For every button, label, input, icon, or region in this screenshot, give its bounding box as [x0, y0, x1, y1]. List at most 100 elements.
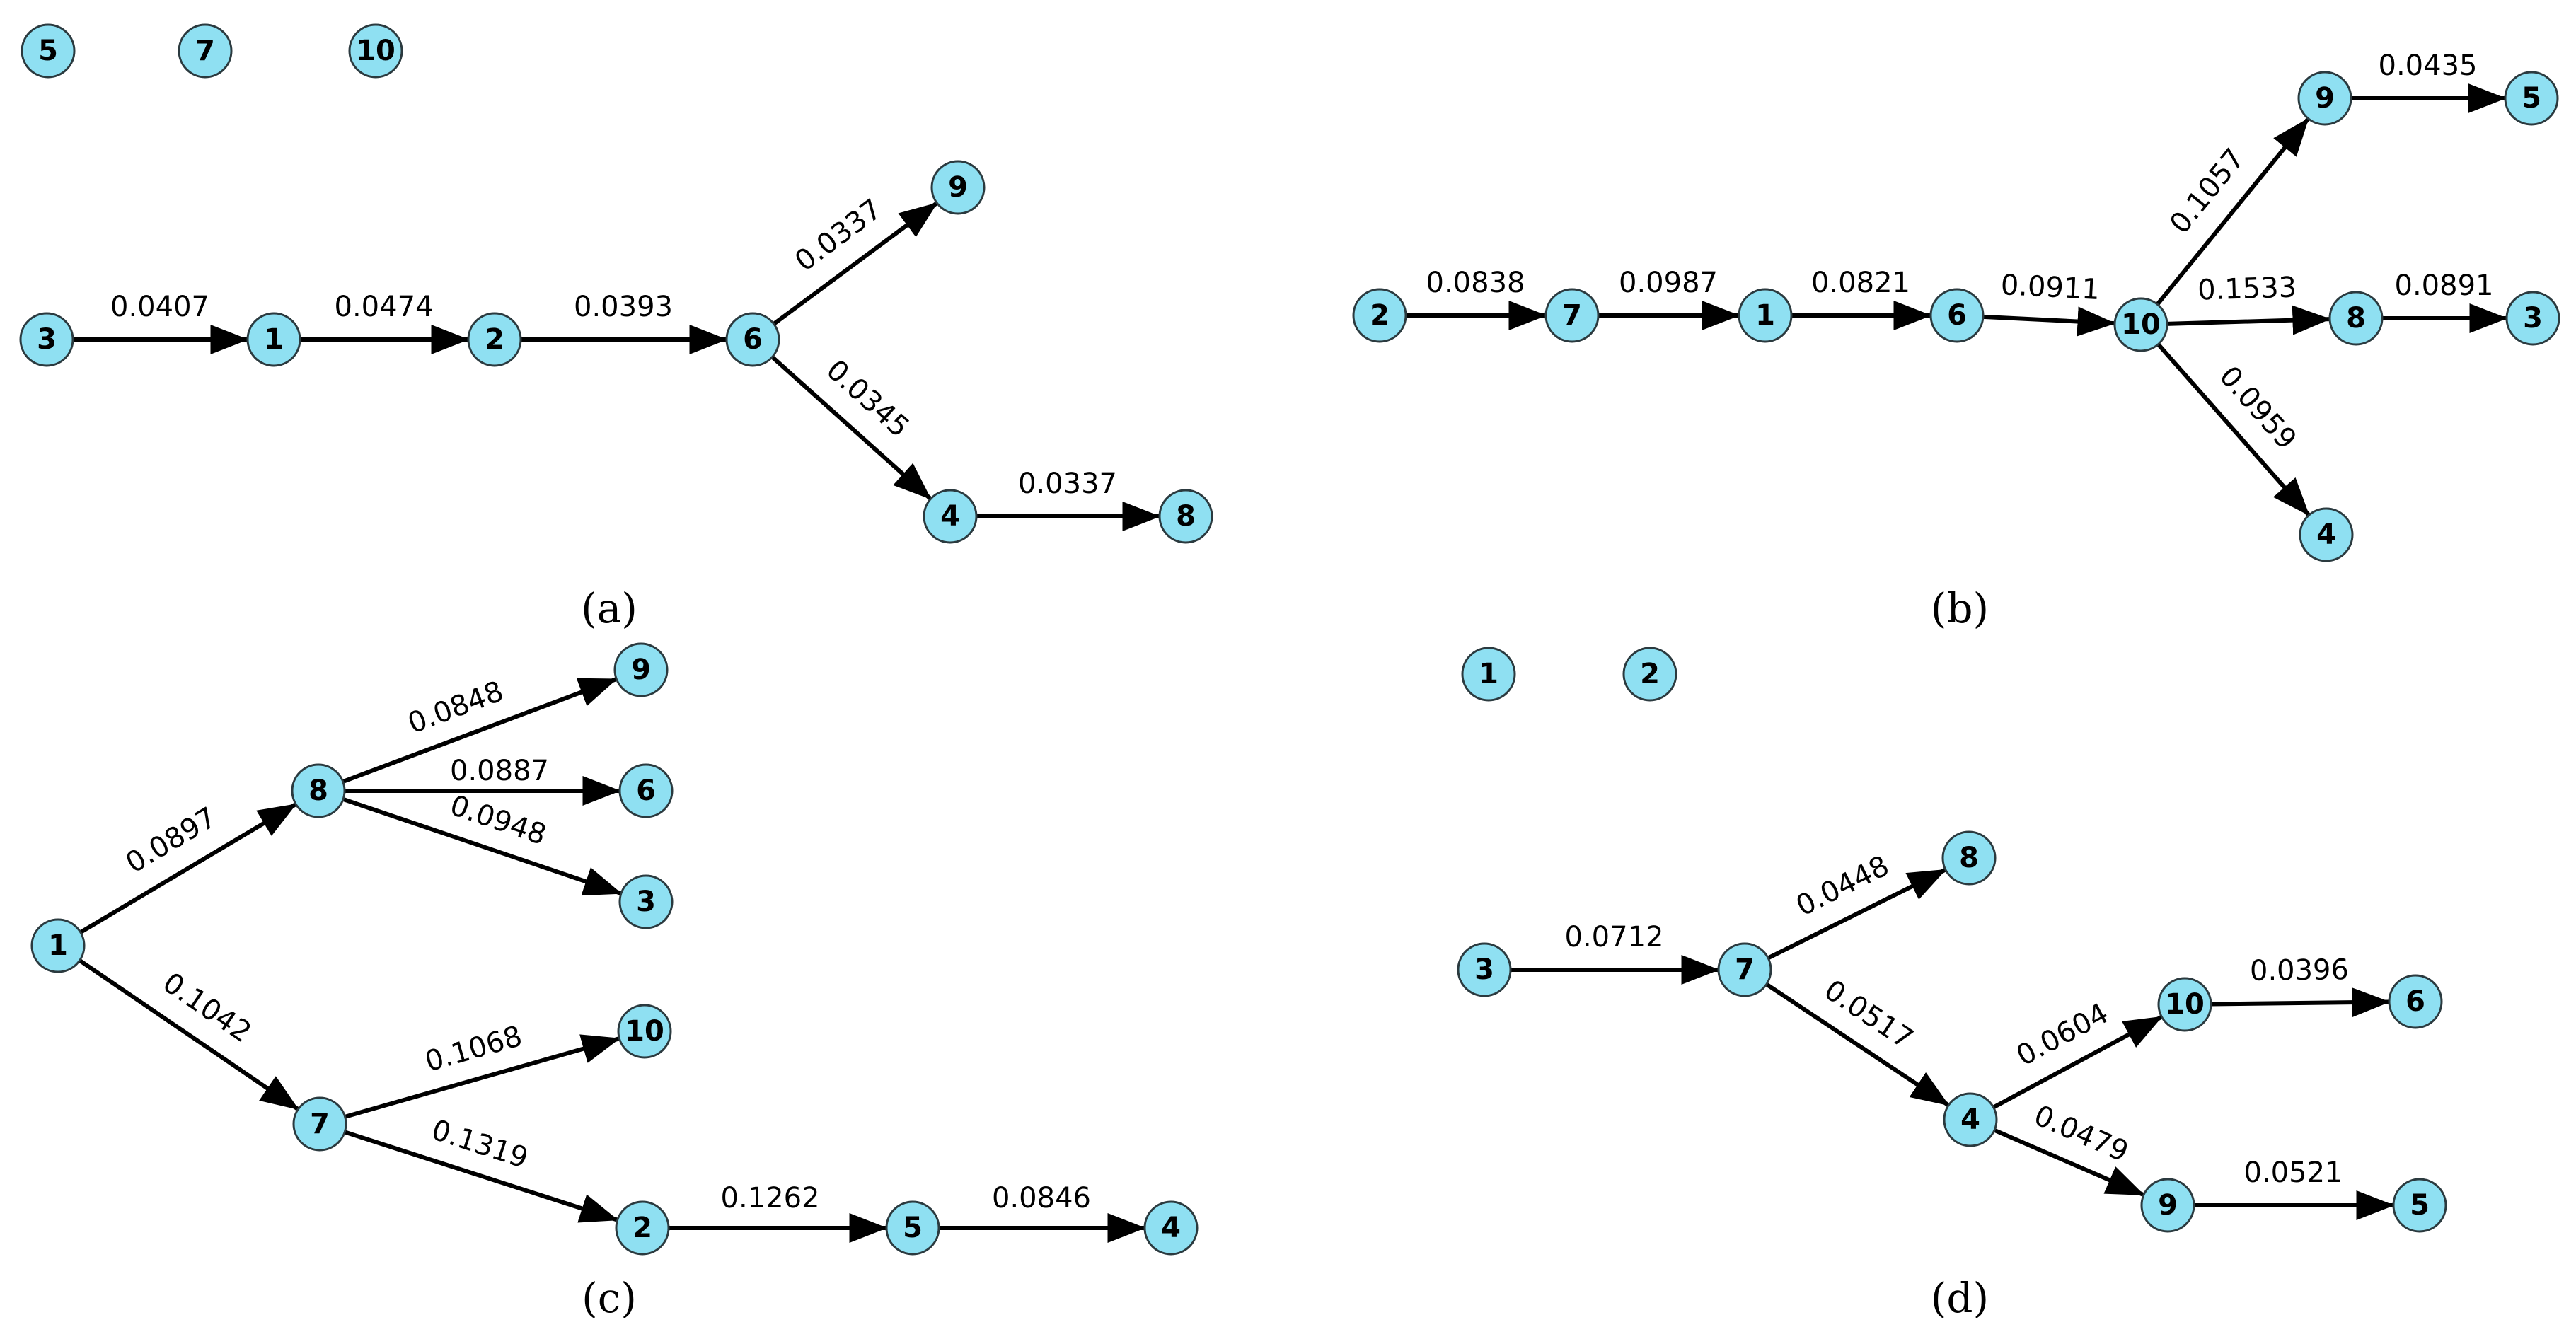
edge-weight-label: 0.0517 — [1818, 974, 1919, 1056]
edge-weight-label: 0.0887 — [450, 755, 549, 787]
node-d-6: 6 — [2388, 974, 2443, 1029]
node-b-1: 1 — [1738, 288, 1793, 343]
node-circle — [1158, 489, 1213, 544]
edge-weight-label: 0.1533 — [2197, 271, 2297, 306]
node-circle — [2328, 291, 2384, 346]
edge-arrow — [342, 677, 618, 784]
edge-c-2-5: 0.1262 — [669, 1182, 888, 1243]
node-a-5: 5 — [21, 23, 76, 79]
node-label: 1 — [48, 929, 68, 962]
node-circle — [2388, 974, 2443, 1029]
edge-weight-label: 0.0897 — [120, 801, 222, 880]
edge-arrow — [1765, 982, 1950, 1107]
node-label: 5 — [2522, 82, 2541, 115]
edge-weight-label: 0.0479 — [2029, 1099, 2133, 1169]
node-c-3: 3 — [618, 874, 674, 929]
node-circle — [246, 312, 301, 367]
node-circle — [467, 312, 522, 367]
edge-arrow — [1767, 868, 1947, 961]
node-label: 6 — [743, 323, 763, 356]
node-a-2: 2 — [467, 312, 522, 367]
edge-weight-label: 0.0407 — [110, 291, 209, 323]
node-b-5: 5 — [2504, 71, 2559, 126]
edge-c-7-10: 0.1068 — [344, 1020, 620, 1119]
edge-weight-label: 0.0337 — [1018, 468, 1117, 500]
node-label: 10 — [2165, 988, 2205, 1021]
node-label: 2 — [1640, 658, 1660, 690]
node-label: 4 — [2316, 518, 2336, 551]
node-circle — [1738, 288, 1793, 343]
node-circle — [725, 312, 780, 367]
edge-weight-label: 0.0838 — [1426, 267, 1525, 299]
node-b-4: 4 — [2299, 507, 2354, 562]
node-circle — [923, 489, 978, 544]
node-d-3: 3 — [1457, 942, 1512, 997]
edge-arrow — [78, 958, 299, 1111]
edge-weight-label: 0.0337 — [789, 193, 888, 278]
edge-a-2-6: 0.0393 — [521, 291, 728, 354]
node-label: 1 — [264, 323, 284, 356]
panel-caption-a: (a) — [581, 584, 637, 632]
node-label: 10 — [625, 1015, 664, 1048]
edge-arrow — [1992, 1015, 2163, 1110]
edge-arrow — [344, 1130, 619, 1223]
node-circle — [19, 312, 74, 367]
node-b-10: 10 — [2113, 297, 2168, 352]
node-circle — [1929, 288, 1985, 343]
edge-weight-label: 0.0396 — [2250, 953, 2350, 987]
node-circle — [1943, 1092, 1998, 1147]
edge-c-1-7: 0.1042 — [78, 958, 299, 1111]
node-label: 6 — [636, 775, 656, 807]
node-circle — [615, 1200, 670, 1256]
node-c-6: 6 — [618, 763, 674, 818]
edge-arrow — [2156, 342, 2311, 516]
node-c-5: 5 — [885, 1200, 940, 1256]
node-circle — [1622, 647, 1677, 702]
node-circle — [1544, 288, 1600, 343]
node-label: 9 — [2158, 1189, 2178, 1222]
edge-weight-label: 0.0435 — [2379, 50, 2478, 82]
node-circle — [618, 763, 674, 818]
node-d-2: 2 — [1622, 647, 1677, 702]
node-c-7: 7 — [292, 1096, 347, 1152]
node-label: 8 — [1959, 842, 1979, 874]
node-b-8: 8 — [2328, 291, 2384, 346]
edge-b-7-1: 0.0987 — [1598, 267, 1740, 330]
edge-arrow — [2156, 117, 2310, 306]
node-label: 5 — [903, 1212, 923, 1244]
node-d-5: 5 — [2392, 1178, 2447, 1233]
node-d-8: 8 — [1941, 830, 1997, 886]
node-c-2: 2 — [615, 1200, 670, 1256]
edge-d-9-5: 0.0521 — [2194, 1157, 2395, 1220]
node-label: 6 — [1947, 299, 1967, 332]
edge-weight-label: 0.1057 — [2164, 143, 2251, 240]
edge-weight-label: 0.1042 — [157, 966, 258, 1049]
edge-d-4-10: 0.0604 — [1992, 997, 2163, 1110]
node-circle — [21, 23, 76, 79]
edge-b-8-3: 0.0891 — [2382, 269, 2508, 333]
node-label: 10 — [356, 35, 395, 67]
edge-arrow — [770, 355, 932, 500]
node-a-3: 3 — [19, 312, 74, 367]
edge-b-9-5: 0.0435 — [2351, 50, 2507, 113]
node-c-10: 10 — [617, 1004, 672, 1059]
node-a-4: 4 — [923, 489, 978, 544]
node-c-1: 1 — [30, 918, 86, 973]
node-c-9: 9 — [613, 642, 669, 697]
node-circle — [618, 874, 674, 929]
edge-c-8-6: 0.0887 — [345, 755, 621, 806]
edge-weight-label: 0.0948 — [446, 789, 550, 852]
node-circle — [30, 918, 86, 973]
edge-d-3-7: 0.0712 — [1511, 921, 1720, 985]
node-label: 8 — [308, 775, 328, 807]
edge-c-7-2: 0.1319 — [344, 1113, 619, 1223]
edge-weight-label: 0.0911 — [2000, 269, 2101, 306]
edge-arrow — [1982, 306, 2116, 337]
node-circle — [348, 23, 403, 79]
edge-arrow — [2210, 987, 2391, 1018]
edge-d-7-8: 0.0448 — [1767, 850, 1947, 961]
node-label: 1 — [1479, 658, 1498, 690]
edge-c-5-4: 0.0846 — [939, 1182, 1146, 1243]
node-circle — [613, 642, 669, 697]
